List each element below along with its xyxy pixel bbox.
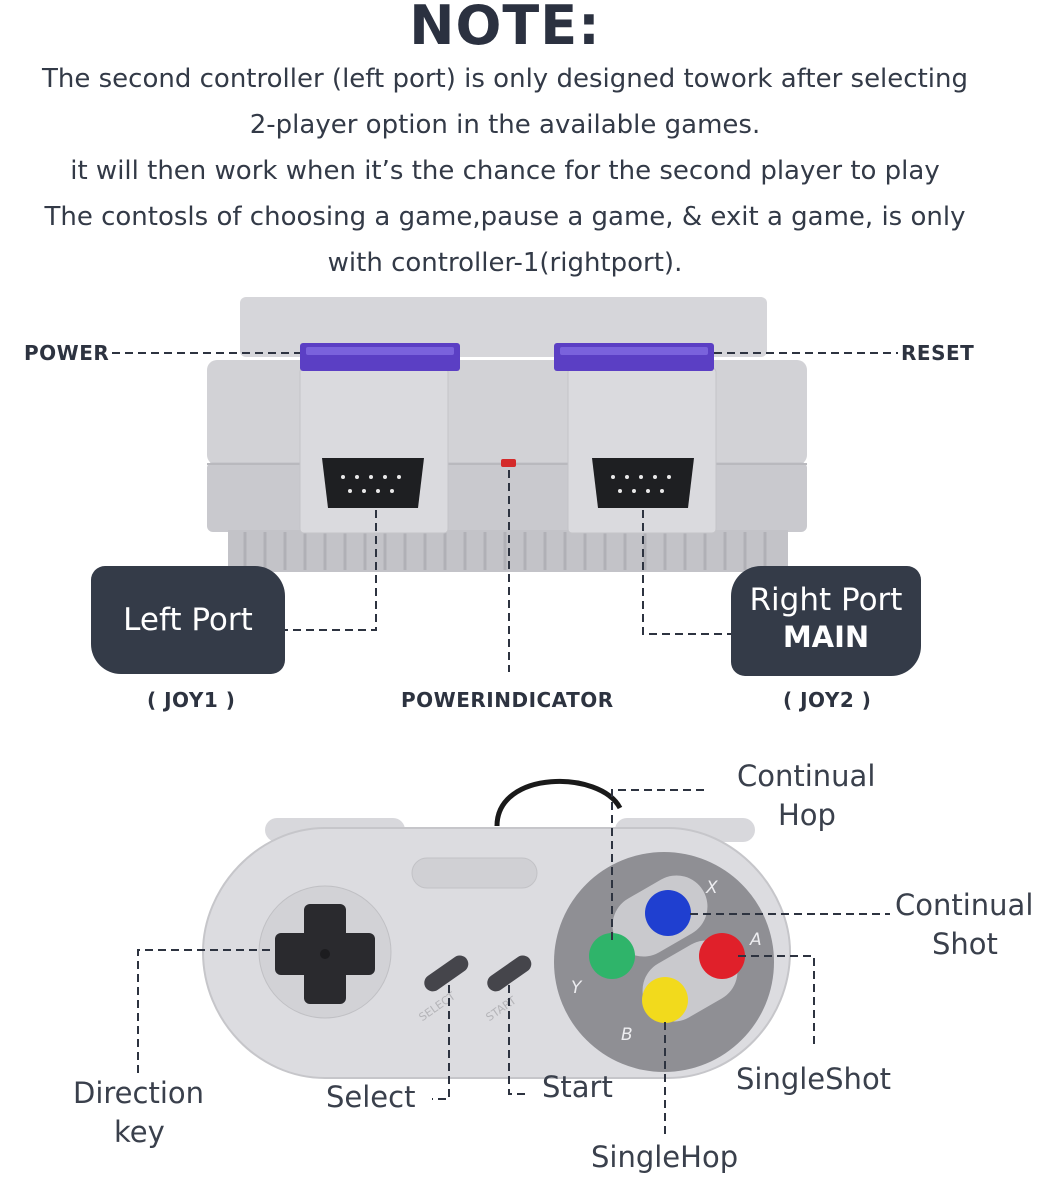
controller-recess <box>411 857 538 889</box>
single-hop-label: SingleHop <box>591 1140 739 1174</box>
x-print: X <box>705 878 718 898</box>
right-port-main-label: MAIN <box>782 620 870 654</box>
console-ribs <box>243 532 767 570</box>
left-port-label: Left Port <box>123 602 253 638</box>
console-top-block <box>240 297 767 357</box>
button-a <box>699 933 745 979</box>
note-line-2: 2-player option in the available games. <box>249 110 761 140</box>
continual-hop-label-1: Continual <box>737 759 876 793</box>
left-port-connector <box>322 458 424 508</box>
y-print: Y <box>571 978 583 998</box>
note-line-3: it will then work when it’s the chance f… <box>70 156 940 186</box>
button-b <box>642 977 688 1023</box>
direction-key-label-2: key <box>114 1115 165 1149</box>
a-print: A <box>749 930 762 950</box>
select-button <box>424 955 469 992</box>
button-x <box>645 890 691 936</box>
start-label: Start <box>542 1070 613 1104</box>
note-line-1: The second controller (left port) is onl… <box>42 64 968 94</box>
joy1-label: ( JOY1 ) <box>147 688 236 712</box>
note-line-5: with controller-1(rightport). <box>327 248 683 278</box>
joy2-label: ( JOY2 ) <box>783 688 872 712</box>
controller-leader-lines <box>137 789 890 1138</box>
right-port-box: Right Port MAIN <box>731 566 921 676</box>
button-y <box>589 933 635 979</box>
console-leader-lines <box>112 352 898 672</box>
right-port-connector <box>592 458 694 508</box>
reset-label: RESET <box>901 341 975 365</box>
continual-hop-label-2: Hop <box>778 798 836 832</box>
continual-shot-label-1: Continual <box>895 888 1034 922</box>
power-label: POWER <box>24 341 110 365</box>
continual-shot-label-2: Shot <box>932 927 998 961</box>
note-line-4: The contosls of choosing a game,pause a … <box>44 202 966 232</box>
start-button <box>487 955 532 992</box>
b-print: B <box>621 1025 633 1045</box>
single-shot-label: SingleShot <box>736 1062 892 1096</box>
power-indicator-label: POWERINDICATOR <box>401 688 614 712</box>
select-label: Select <box>326 1080 416 1114</box>
direction-key-label-1: Direction <box>73 1076 205 1110</box>
left-port-box: Left Port <box>91 566 285 674</box>
controller-cable <box>494 778 623 827</box>
power-indicator-led <box>501 459 516 467</box>
right-port-label: Right Port <box>749 582 903 618</box>
note-title: NOTE: <box>409 0 601 57</box>
